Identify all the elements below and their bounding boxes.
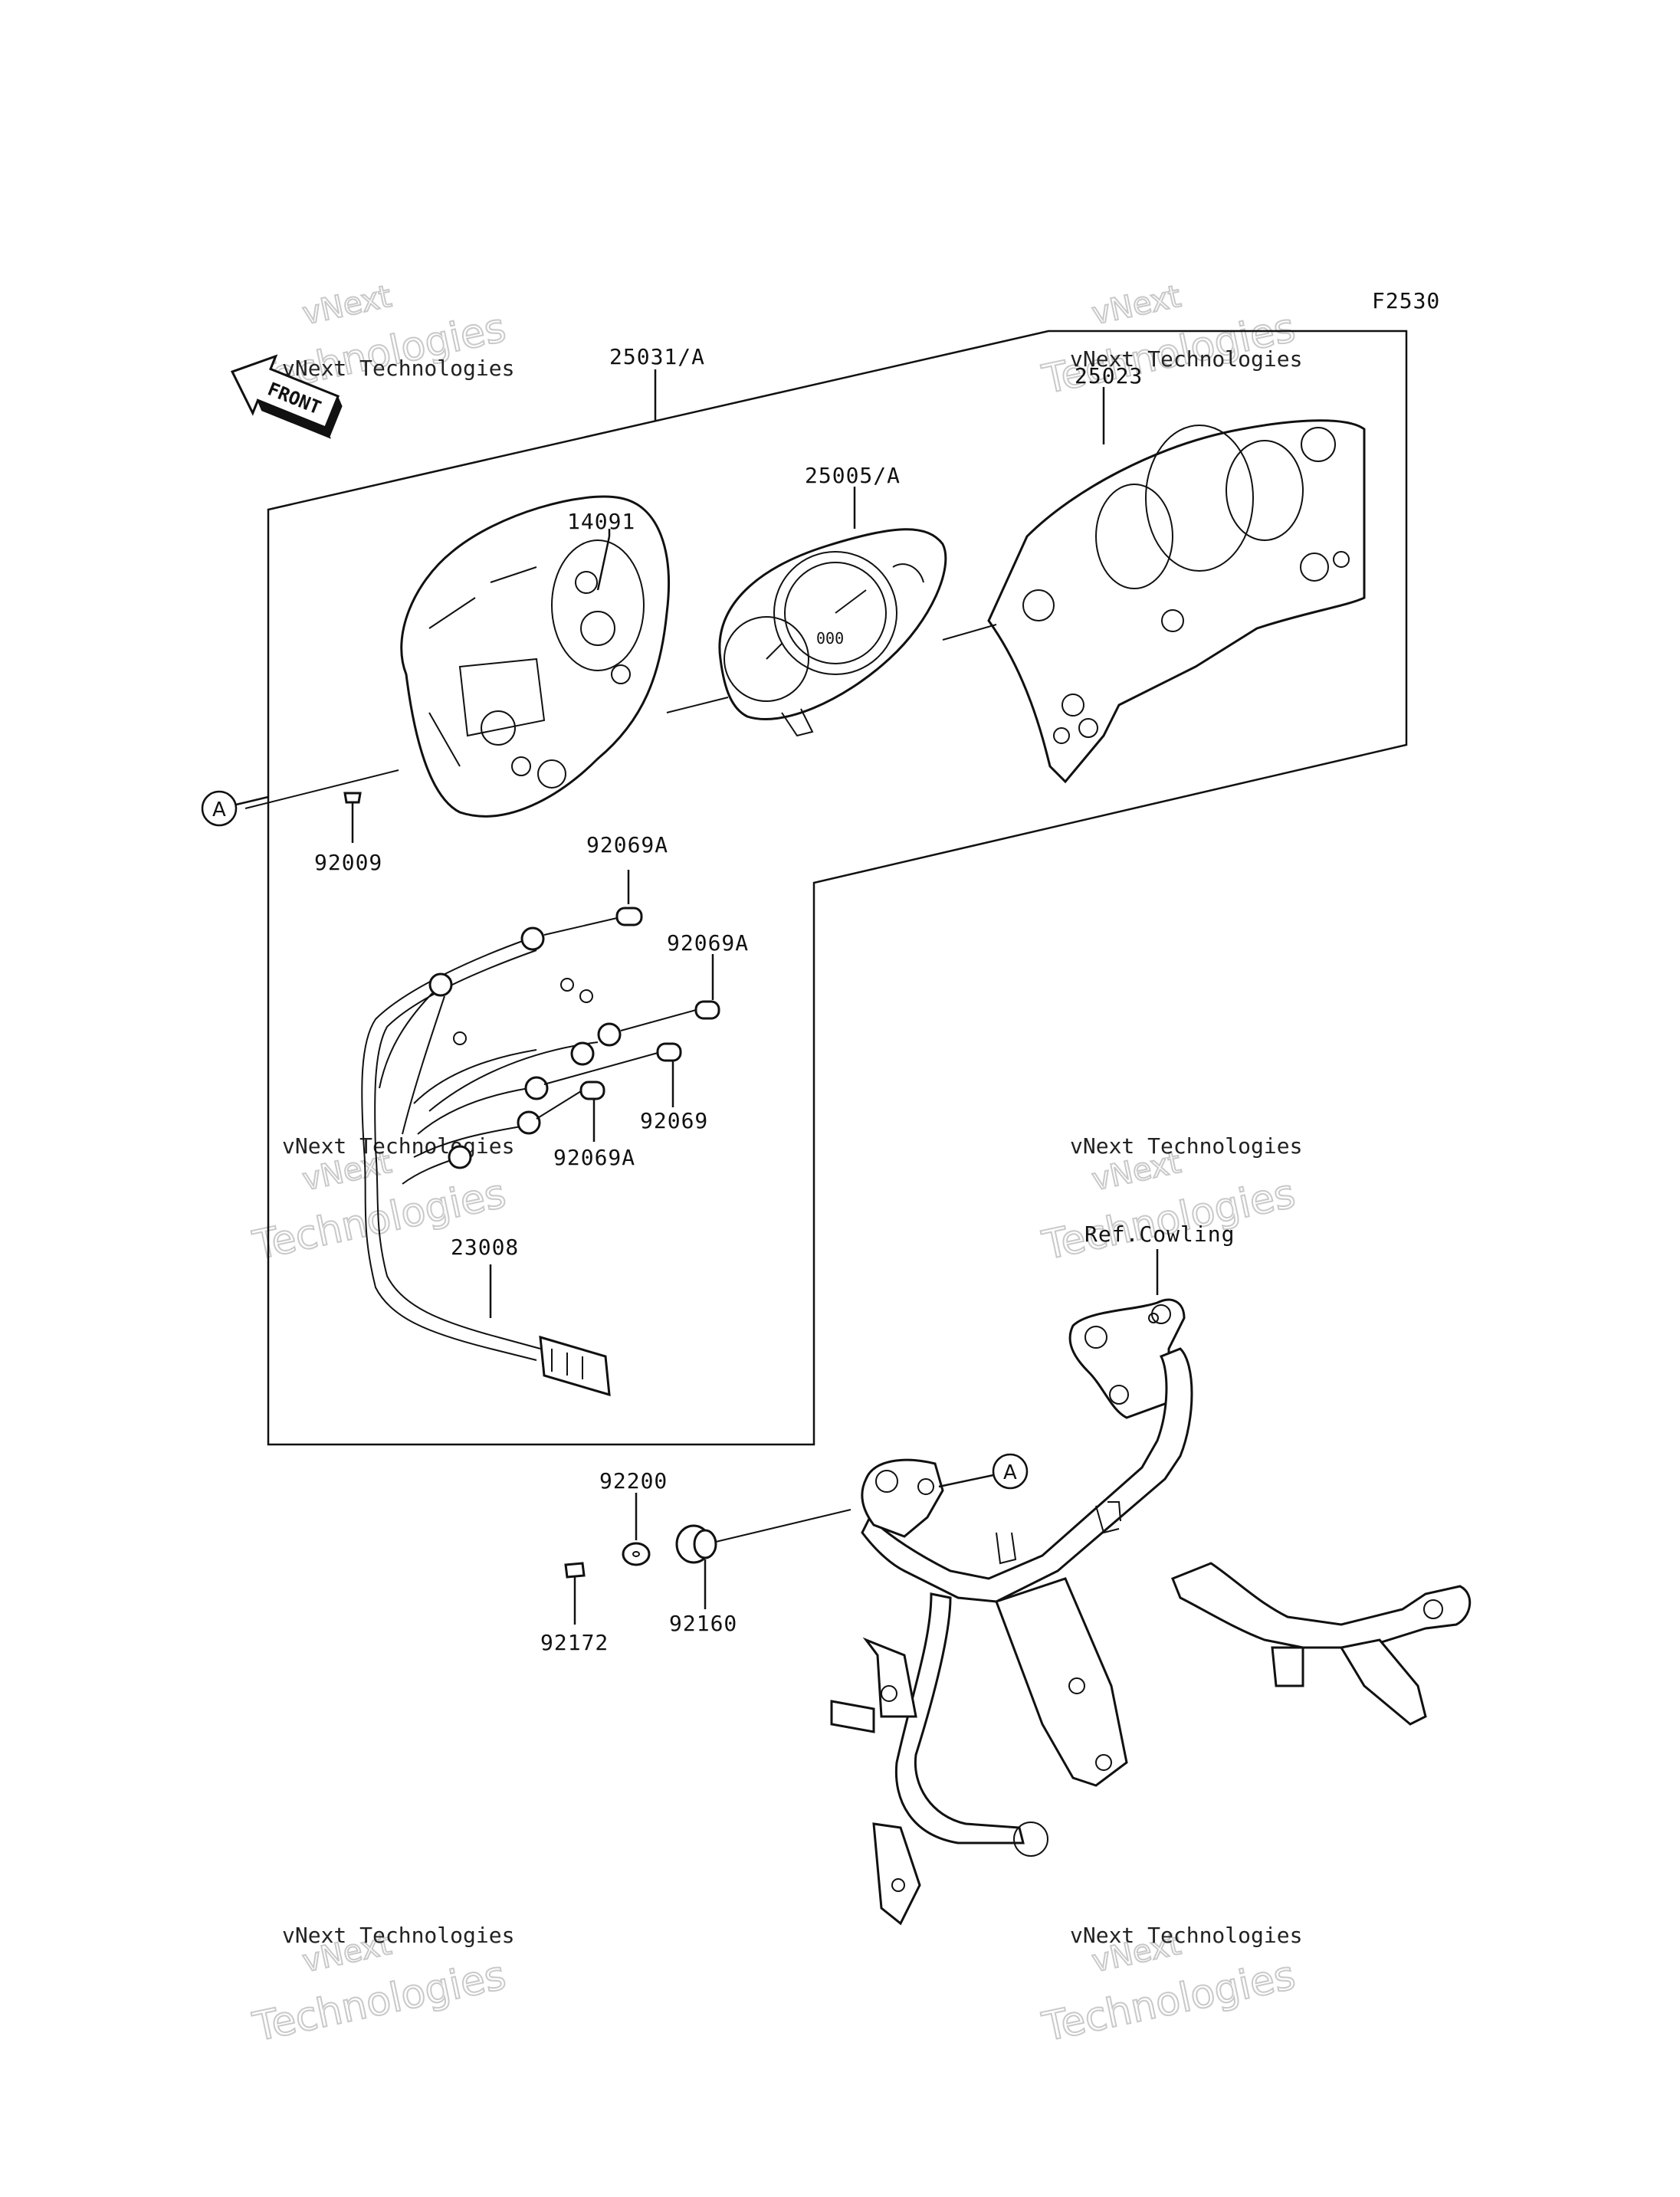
label-25031a: 25031/A: [609, 344, 705, 369]
watermark-text: vNext Technologies: [1070, 1923, 1302, 1948]
reference-marker-a-bracket: A: [992, 1453, 1029, 1490]
grommet-92160: [675, 1509, 851, 1564]
watermark-text: vNext Technologies: [282, 1133, 514, 1159]
watermark-text: vNext Technologies: [1070, 346, 1302, 372]
watermark-text: vNext: [1089, 279, 1184, 332]
label-92009: 92009: [314, 850, 382, 875]
label-92200: 92200: [599, 1468, 668, 1494]
watermark-text: vNext Technologies: [282, 356, 514, 381]
washer-92200: [622, 1542, 651, 1566]
screw-92172: [564, 1562, 586, 1625]
marker-label: A: [1003, 1461, 1017, 1484]
watermark-text: Technologies: [249, 1953, 510, 2051]
front-arrow-icon: FRONT: [230, 354, 343, 439]
watermark-text: vNext Technologies: [1070, 1133, 1302, 1159]
label-92069a-mid: 92069A: [667, 930, 749, 956]
watermark-text: vNext: [300, 279, 395, 332]
meter-case: [400, 495, 670, 818]
screw-92009: [343, 792, 362, 843]
label-ref-cowling: Ref.Cowling: [1084, 1221, 1235, 1247]
assembly-outline: [267, 330, 1408, 1446]
watermark-text: Technologies: [1039, 1171, 1299, 1269]
label-92160: 92160: [669, 1611, 737, 1636]
label-92069a-top: 92069A: [586, 832, 668, 857]
bulb-92069a-3: [536, 1080, 605, 1120]
label-92069a-low: 92069A: [553, 1145, 635, 1170]
label-14091: 14091: [567, 509, 635, 534]
meter-bracket: [830, 1298, 1472, 1926]
svg-text:000: 000: [816, 629, 844, 648]
label-23008: 23008: [451, 1235, 519, 1260]
figure-code: F2530: [1372, 288, 1440, 313]
meter-cover: [987, 419, 1366, 784]
watermark-text: vNext Technologies: [282, 1923, 514, 1948]
watermark-text: Technologies: [1039, 1953, 1299, 2051]
label-92069: 92069: [640, 1108, 708, 1133]
marker-label: A: [212, 798, 226, 821]
label-25005a: 25005/A: [805, 463, 901, 488]
bulb-92069a-2: [620, 1000, 720, 1031]
meter-face: 000: [718, 528, 947, 737]
bulb-92069: [543, 1042, 682, 1085]
label-25023: 25023: [1075, 363, 1143, 389]
bulb-92069a-1: [543, 907, 643, 936]
label-92172: 92172: [540, 1630, 609, 1655]
reference-marker-a: A: [201, 790, 238, 827]
wiring-harness: [361, 926, 622, 1397]
